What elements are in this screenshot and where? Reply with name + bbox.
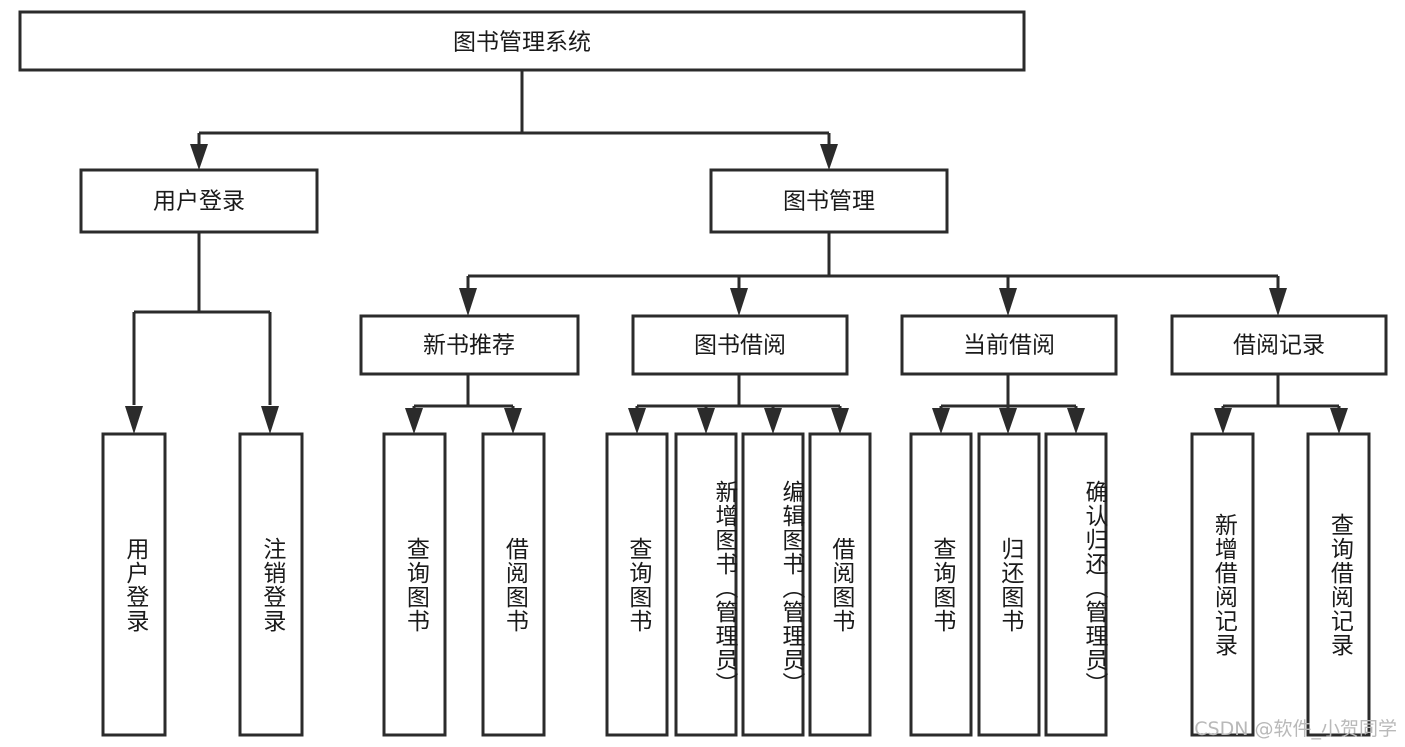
node-leaf-add-record-box[interactable] xyxy=(1190,432,1255,737)
node-borrow-record-box[interactable] xyxy=(1170,314,1388,376)
arrow-to-leaf-add-book xyxy=(697,408,715,434)
node-leaf-borrow-book-1-box[interactable] xyxy=(481,432,546,737)
node-book-manage-box[interactable] xyxy=(709,168,949,234)
node-leaf-borrow-book-2-box[interactable] xyxy=(808,432,872,737)
node-leaf-add-book-box[interactable] xyxy=(674,432,738,737)
node-leaf-query-book-1-box[interactable] xyxy=(382,432,447,737)
node-root-label: 图书管理系统 xyxy=(453,30,591,56)
node-leaf-query-book-3-box[interactable] xyxy=(909,432,973,737)
node-new-book-recommend-label: 新书推荐 xyxy=(423,333,515,359)
node-current-borrow-box[interactable] xyxy=(900,314,1118,376)
node-borrow-record-label: 借阅记录 xyxy=(1233,333,1325,359)
arrow-to-leaf-borrow-book-2 xyxy=(831,408,849,434)
node-leaf-query-record-box[interactable] xyxy=(1306,432,1371,737)
node-leaf-return-book-box[interactable] xyxy=(977,432,1041,737)
arrow-to-leaf-borrow-book-1 xyxy=(504,408,522,434)
arrow-to-current-borrow xyxy=(999,288,1017,316)
arrow-to-leaf-query-book-2 xyxy=(628,408,646,434)
node-root-box[interactable] xyxy=(18,10,1026,72)
node-new-book-recommend-box[interactable] xyxy=(359,314,580,376)
node-leaf-user-logout-box[interactable] xyxy=(238,432,304,737)
node-user-login-box[interactable] xyxy=(79,168,319,234)
arrow-to-leaf-query-book-3 xyxy=(932,408,950,434)
node-layer: 图书管理系统 用户登录 图书管理 新书推荐 图书借阅 当前借阅 借阅记录 xyxy=(18,10,1388,737)
arrow-to-leaf-add-record xyxy=(1214,408,1232,434)
node-leaf-query-book-2-box[interactable] xyxy=(605,432,669,737)
arrow-to-new-book-recommend xyxy=(459,288,477,316)
arrow-to-leaf-query-record xyxy=(1330,408,1348,434)
node-leaf-confirm-return-box[interactable] xyxy=(1044,432,1108,737)
arrow-to-user-login xyxy=(190,144,208,170)
node-book-manage-label: 图书管理 xyxy=(783,189,875,215)
node-user-login-label: 用户登录 xyxy=(153,189,245,215)
arrow-to-leaf-confirm-return xyxy=(1067,408,1085,434)
connector-layer xyxy=(125,70,1348,434)
node-leaf-edit-book-box[interactable] xyxy=(741,432,805,737)
arrow-to-borrow-record xyxy=(1269,288,1287,316)
node-book-borrow-label: 图书借阅 xyxy=(694,333,786,359)
arrow-to-leaf-edit-book xyxy=(764,408,782,434)
node-book-borrow-box[interactable] xyxy=(631,314,849,376)
arrow-to-book-borrow xyxy=(730,288,748,316)
arrow-to-leaf-user-login xyxy=(125,406,143,434)
arrow-to-leaf-return-book xyxy=(999,408,1017,434)
node-current-borrow-label: 当前借阅 xyxy=(963,333,1055,359)
arrow-to-book-manage xyxy=(820,144,838,170)
arrow-to-leaf-user-logout xyxy=(261,406,279,434)
arrow-to-leaf-query-book-1 xyxy=(405,408,423,434)
node-leaf-user-login-box[interactable] xyxy=(101,432,167,737)
